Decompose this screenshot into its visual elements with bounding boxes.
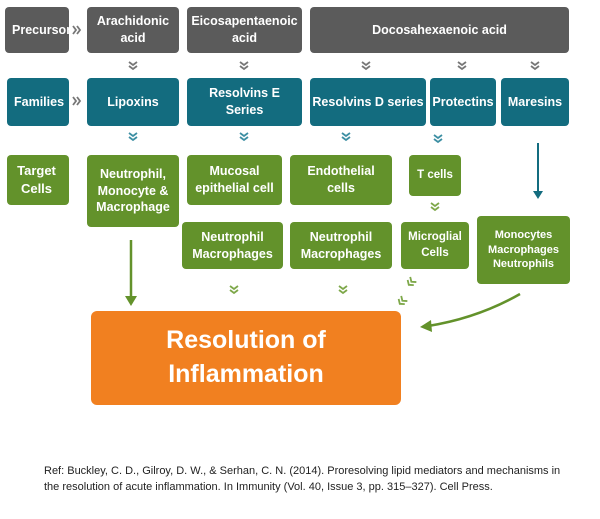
chevron-down-icon bbox=[239, 61, 249, 70]
chevron-down-icon bbox=[433, 134, 443, 143]
chevron-diagonal-icon bbox=[395, 294, 409, 308]
arrowhead-icon bbox=[420, 320, 432, 332]
arrowhead-icon bbox=[533, 191, 543, 199]
chevron-down-icon bbox=[338, 285, 348, 294]
chevron-down-icon bbox=[341, 132, 351, 141]
arrowhead-icon bbox=[125, 296, 137, 306]
target-endothelial-cells: Endothelial cells bbox=[290, 155, 392, 205]
chevron-down-icon bbox=[229, 285, 239, 294]
family-resolvins-e-series: Resolvins E Series bbox=[187, 78, 302, 126]
chevron-down-icon bbox=[128, 61, 138, 70]
reference-text: Ref: Buckley, C. D., Gilroy, D. W., & Se… bbox=[44, 465, 561, 493]
family-lipoxins: Lipoxins bbox=[87, 78, 179, 126]
chevron-down-icon bbox=[361, 61, 371, 70]
chevron-down-icon bbox=[239, 132, 249, 141]
chevron-down-icon bbox=[457, 61, 467, 70]
arrow-curved-icon bbox=[427, 292, 521, 328]
target-resolvins-e-neutrophil-macrophages: Neutrophil Macrophages bbox=[182, 222, 283, 269]
target-maresins-cells: Monocytes Macrophages Neutrophils bbox=[477, 216, 570, 284]
row-label-target-cells: Target Cells bbox=[7, 155, 69, 205]
chevron-down-icon bbox=[430, 202, 440, 211]
target-t-cells: T cells bbox=[409, 155, 461, 196]
target-microglial-cells: Microglial Cells bbox=[401, 222, 469, 269]
chevron-down-icon bbox=[128, 132, 138, 141]
precursor-eicosapentaenoic-acid: Eicosapentaenoic acid bbox=[187, 7, 302, 53]
target-resolvins-d-neutrophil-macrophages: Neutrophil Macrophages bbox=[290, 222, 392, 269]
row-label-families: Families bbox=[7, 78, 69, 126]
chevron-right-icon bbox=[72, 25, 81, 35]
target-lipoxins-cells: Neutrophil, Monocyte & Macrophage bbox=[87, 155, 179, 227]
family-protectins: Protectins bbox=[430, 78, 496, 126]
precursor-arachidonic-acid: Arachidonic acid bbox=[87, 7, 179, 53]
chevron-diagonal-icon bbox=[404, 275, 418, 289]
chevron-down-icon bbox=[530, 61, 540, 70]
target-mucosal-epithelial-cell: Mucosal epithelial cell bbox=[187, 155, 282, 205]
row-label-precursor: Precursor bbox=[5, 7, 71, 53]
resolution-of-inflammation: Resolution of Inflammation bbox=[91, 311, 401, 405]
family-resolvins-d-series: Resolvins D series bbox=[310, 78, 426, 126]
precursor-docosahexaenoic-acid: Docosahexaenoic acid bbox=[310, 7, 569, 53]
chevron-right-icon bbox=[72, 96, 81, 106]
family-maresins: Maresins bbox=[501, 78, 569, 126]
